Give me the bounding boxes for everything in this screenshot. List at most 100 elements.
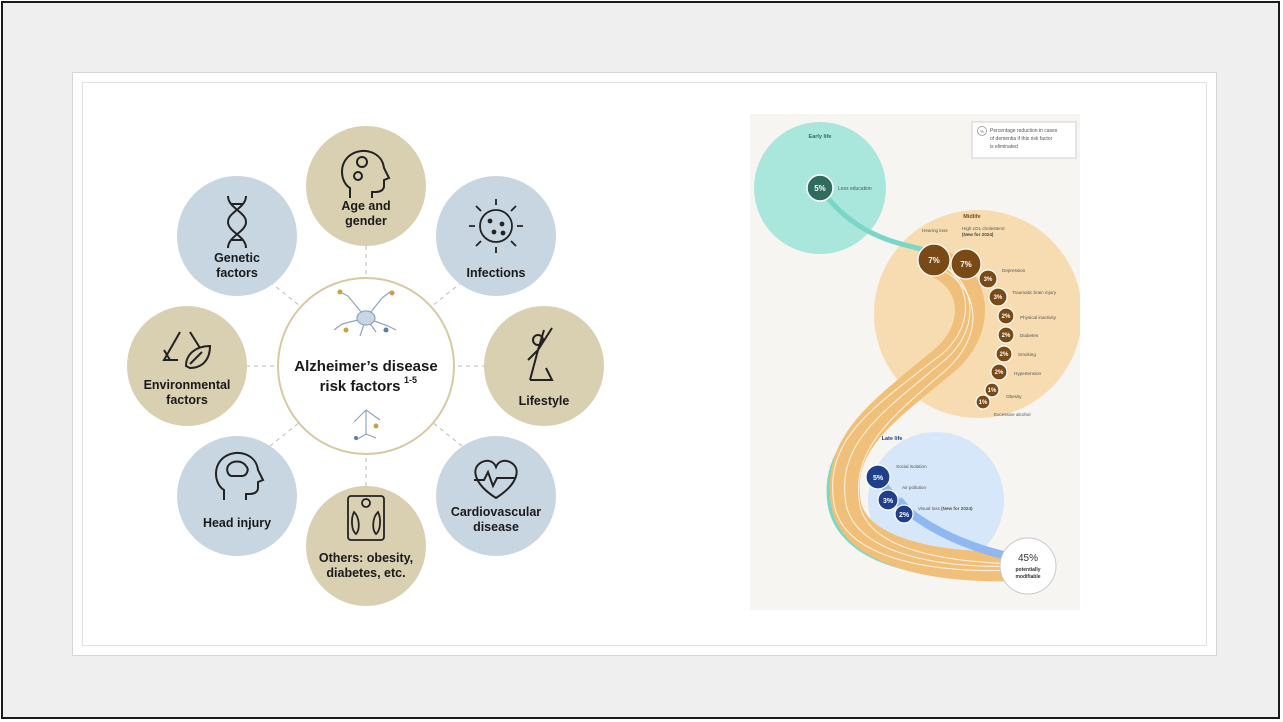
center-title-superscript: 1-5 xyxy=(404,375,417,385)
late-life-factors: 5%Social isolation 3% Air pollution 2% Visua… xyxy=(865,464,973,524)
factor-cardiovascular-line2: disease xyxy=(473,520,519,534)
life-course-infographic: % Percentage reduction in cases of demen… xyxy=(750,114,1082,610)
factor-age-gender-line1: Age and xyxy=(341,199,390,213)
midlife-factor-label: Smoking xyxy=(1018,352,1036,357)
midlife-factor: 7%Hearing loss xyxy=(917,228,951,277)
center-title-line1: Alzheimer’s disease xyxy=(294,358,437,375)
legend-symbol: % xyxy=(980,129,984,134)
midlife-factor-label: Hypertension xyxy=(1014,371,1042,376)
midlife-factor-pct: 2% xyxy=(995,370,1004,376)
life-course-svg: % Percentage reduction in cases of demen… xyxy=(754,121,1082,595)
midlife-factor-label: Traumatic brain injury xyxy=(1012,290,1057,295)
late-life-factor-pct: 3% xyxy=(883,498,894,505)
factor-environmental: Environmental factors xyxy=(127,306,247,426)
legend-text-line2: of dementia if this risk factor xyxy=(990,136,1053,142)
midlife-factor-pct: 1% xyxy=(988,388,997,394)
factor-lifestyle: Lifestyle xyxy=(484,306,604,426)
legend-text-line1: Percentage reduction in cases xyxy=(990,128,1058,134)
late-life-factor-label: Social isolation xyxy=(896,464,927,469)
total-potentially-modifiable: 45% potentially modifiable xyxy=(999,537,1057,595)
midlife-factor-pct: 3% xyxy=(994,295,1003,301)
midlife-factor-pct: 2% xyxy=(1000,352,1009,358)
yoga-pose-icon xyxy=(527,327,554,381)
factor-genetic-line1: Genetic xyxy=(214,251,260,265)
late-life-factor: 2% Visual loss (New for 2024) xyxy=(894,504,973,524)
late-life-title: Late life xyxy=(882,436,903,442)
late-life-circle xyxy=(868,432,1004,568)
legend-text-line3: is eliminated xyxy=(990,144,1018,150)
midlife-factor: 2% Physical inactivity xyxy=(997,307,1057,325)
factor-cardiovascular: Cardiovascular disease xyxy=(436,436,556,556)
factor-age-gender-line2: gender xyxy=(345,214,387,228)
factor-age-gender: Age and gender xyxy=(306,126,426,246)
factor-environmental-line2: factors xyxy=(166,393,208,407)
factor-genetic-line2: factors xyxy=(216,266,258,280)
early-factor-pct: 5% xyxy=(814,184,826,193)
midlife-factor-pct: 7% xyxy=(960,260,972,269)
factor-genetic: Genetic factors xyxy=(177,176,297,296)
factor-head-injury-label: Head injury xyxy=(203,516,271,530)
factor-infections-label: Infections xyxy=(466,266,525,280)
midlife-factor: 1%Excessive alcohol xyxy=(975,394,1031,417)
midlife-factor-bubble xyxy=(978,269,998,289)
late-life-factor: 3% Air pollution xyxy=(877,485,926,511)
factor-head-injury: Head injury xyxy=(177,436,297,556)
late-life-factor-bubble xyxy=(877,489,899,511)
early-life-title: Early life xyxy=(809,134,832,140)
recycle-leaf-icon xyxy=(162,331,212,370)
midlife-factor-label: Diabetes xyxy=(1020,333,1039,338)
early-factor-less-education: 5% Less education xyxy=(806,174,872,202)
legend-box: % Percentage reduction in cases of demen… xyxy=(971,121,1077,159)
scale-icon xyxy=(347,495,385,541)
center-title-line2: risk factors xyxy=(320,378,401,395)
late-life-factor-pct: 2% xyxy=(899,512,910,519)
midlife-factor-bubble xyxy=(990,363,1008,381)
midlife-factor-pct: 2% xyxy=(1002,314,1011,320)
midlife-factor-label: Depression xyxy=(1002,268,1026,273)
midlife-factor-bubble xyxy=(995,345,1013,363)
early-factor-label: Less education xyxy=(838,186,872,192)
head-gears-icon xyxy=(341,149,391,198)
midlife-factor-label: Obesity xyxy=(1006,394,1022,399)
connector-lines xyxy=(246,246,486,486)
factor-infections: Infections xyxy=(436,176,556,296)
factor-cardiovascular-line1: Cardiovascular xyxy=(451,505,541,519)
total-line1: potentially xyxy=(1015,567,1040,573)
factor-others-line1: Others: obesity, xyxy=(319,551,413,565)
virus-icon xyxy=(469,199,523,253)
midlife-factor-bubble xyxy=(988,287,1008,307)
factor-others-line2: diabetes, etc. xyxy=(326,566,405,580)
total-pct: 45% xyxy=(1018,553,1038,564)
midlife-title: Midlife xyxy=(963,214,980,220)
midlife-factor: 2% Hypertension xyxy=(990,363,1042,381)
late-life-factor: 5%Social isolation xyxy=(865,464,927,490)
risk-factor-wheel: Alzheimer’s disease risk factors 1-5 Age… xyxy=(127,126,604,606)
midlife-factor: 3% Depression xyxy=(978,268,1026,289)
factor-environmental-line1: Environmental xyxy=(144,378,231,392)
late-life-factor-bubble xyxy=(894,504,914,524)
midlife-factor: 1% Obesity xyxy=(984,382,1022,399)
midlife-factor-pct: 3% xyxy=(984,277,993,283)
midlife-factor-bubble xyxy=(950,248,982,280)
factor-lifestyle-label: Lifestyle xyxy=(519,394,570,408)
midlife-factor-label: Excessive alcohol xyxy=(994,412,1031,417)
midlife-factor: 2%Diabetes xyxy=(997,326,1039,344)
midlife-factor-bubble xyxy=(997,326,1015,344)
late-life-factor-label: Air pollution xyxy=(902,485,926,490)
midlife-factor-pct: 7% xyxy=(928,256,940,265)
late-life-factor-label: Visual loss (New for 2024) xyxy=(918,506,973,511)
late-life-factor-bubble xyxy=(865,464,891,490)
midlife-factor-note: (New for 2024) xyxy=(962,232,994,237)
midlife-factor: 7%High LDL cholesterol(New for 2024) xyxy=(950,226,1004,280)
total-line2: modifiable xyxy=(1015,574,1040,580)
heart-pulse-icon xyxy=(474,459,518,500)
head-brain-icon xyxy=(215,451,265,500)
late-life-factor-note: (New for 2024) xyxy=(940,506,973,511)
midlife-factor-label: Physical inactivity xyxy=(1020,315,1057,320)
midlife-factor-bubble xyxy=(975,394,991,410)
midlife-factor-bubble xyxy=(917,243,951,277)
midlife-factor: 2% Smoking xyxy=(995,345,1036,363)
factor-others: Others: obesity, diabetes, etc. xyxy=(306,486,426,606)
neuron-illustration-lower xyxy=(353,409,381,441)
